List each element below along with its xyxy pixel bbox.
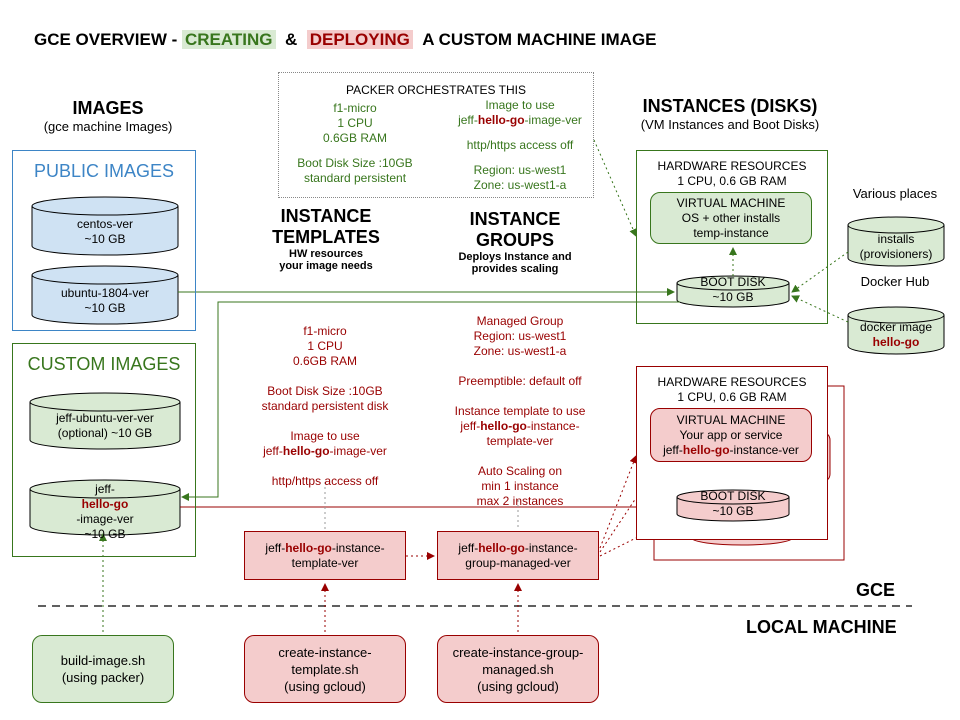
ubuntu-disk: ubuntu-1804-ver~10 GB [60, 286, 150, 315]
instances-heading: INSTANCES (DISKS) (VM Instances and Boot… [640, 96, 820, 132]
docker-hub-label: Docker Hub [860, 274, 930, 289]
installs-disk: installs(provisioners) [859, 232, 933, 261]
public-images-group: PUBLIC IMAGES [12, 150, 196, 331]
public-images-heading: PUBLIC IMAGES [33, 161, 175, 181]
create-instance-template-script: create-instance-template.sh(using gcloud… [244, 635, 406, 703]
instance-groups-heading: INSTANCE GROUPS Deploys Instance and pro… [458, 209, 572, 275]
hello-go-image-disk: jeff-hello-go-image-ver ~10 GB [76, 482, 134, 541]
jeff-ubuntu-disk: jeff-ubuntu-ver-ver(optional) ~10 GB [56, 411, 154, 440]
packer-heading: PACKER ORCHESTRATES THIS [345, 83, 527, 97]
centos-disk: centos-ver~10 GB [76, 217, 134, 246]
instance-templates-heading: INSTANCE TEMPLATES HW resources your ima… [272, 206, 380, 272]
centos-disk-shape [31, 196, 179, 256]
gce-label: GCE [856, 580, 896, 600]
build-image-script: build-image.sh(using packer) [32, 635, 174, 703]
boot-disk-top: BOOT DISK~10 GB [700, 275, 766, 304]
custom-images-group: CUSTOM IMAGES [12, 343, 196, 557]
instance-template-box: jeff-hello-go-instance- template-ver [244, 531, 406, 580]
ubuntu-disk-shape [31, 265, 179, 325]
title-deploying: DEPLOYING [306, 30, 413, 49]
images-heading: IMAGES (gce machine Images) [43, 98, 173, 134]
boot-disk-top-shape [676, 275, 790, 308]
docker-disk-shape [847, 306, 945, 355]
installs-disk-shape [847, 216, 945, 267]
various-places-label: Various places [852, 186, 938, 201]
custom-images-heading: CUSTOM IMAGES [27, 354, 181, 374]
local-machine-label: LOCAL MACHINE [746, 617, 897, 637]
packer-box: PACKER ORCHESTRATES THIS [278, 72, 594, 198]
page-title: GCE OVERVIEW - CREATING & DEPLOYING A CU… [34, 30, 657, 49]
instance-group-box: jeff-hello-go-instance- group-managed-ve… [437, 531, 599, 580]
packer-right-spec: Image to use jeff-hello-go-image-ver htt… [458, 98, 582, 192]
hello-go-image-disk-shape [29, 479, 181, 536]
jeff-ubuntu-disk-shape [29, 392, 181, 450]
create-instance-group-script: create-instance-group-managed.sh(using g… [437, 635, 599, 703]
boot-disk-bottom: BOOT DISK~10 GB [700, 489, 766, 518]
title-creating: CREATING [182, 30, 276, 49]
